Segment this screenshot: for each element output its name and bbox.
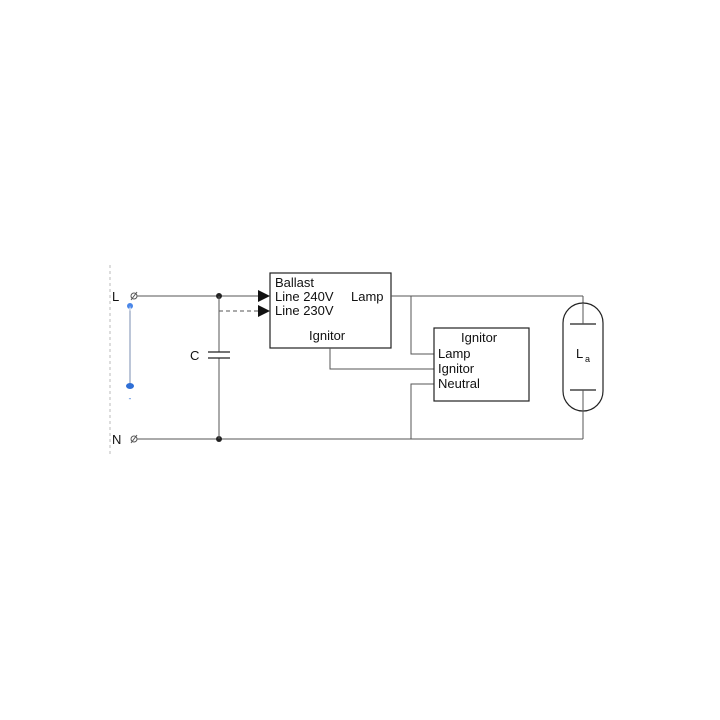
capacitor-label: C (190, 348, 199, 363)
screw-terminal-icon[interactable] (130, 434, 138, 444)
ignitor-title: Ignitor (461, 330, 498, 345)
screw-terminal-icon[interactable] (130, 291, 138, 301)
arrow-230v (258, 305, 270, 317)
ballast-title: Ballast (275, 275, 314, 290)
svg-text:-: - (129, 394, 132, 403)
line-terminal-label: L (112, 289, 119, 304)
ballast-ignitor-label: Ignitor (309, 328, 346, 343)
neutral-terminal-label: N (112, 432, 121, 447)
ignitor-ignitor-label: Ignitor (438, 361, 475, 376)
ballast-line-240-label: Line 240V (275, 289, 334, 304)
ballast-to-ignitor-ignitor-wire (329, 348, 434, 370)
ignitor-neutral-wire (410, 383, 434, 439)
vertical-scale-icon: + - (126, 303, 134, 403)
ignitor-lamp-label: Lamp (438, 346, 471, 361)
ignitor-box (433, 327, 530, 402)
ballast-to-ignitor-lamp-wire (410, 296, 434, 355)
ignitor-neutral-label: Neutral (438, 376, 480, 391)
ballast-box (269, 272, 392, 349)
capacitor-symbol (208, 351, 230, 359)
lamp-label: L (576, 346, 583, 361)
ballast-line-230-label: Line 230V (275, 303, 334, 318)
lamp-label-subscript: a (585, 354, 590, 364)
svg-text:+: + (127, 305, 133, 313)
ballast-lamp-label: Lamp (351, 289, 384, 304)
arrow-240v (258, 290, 270, 302)
